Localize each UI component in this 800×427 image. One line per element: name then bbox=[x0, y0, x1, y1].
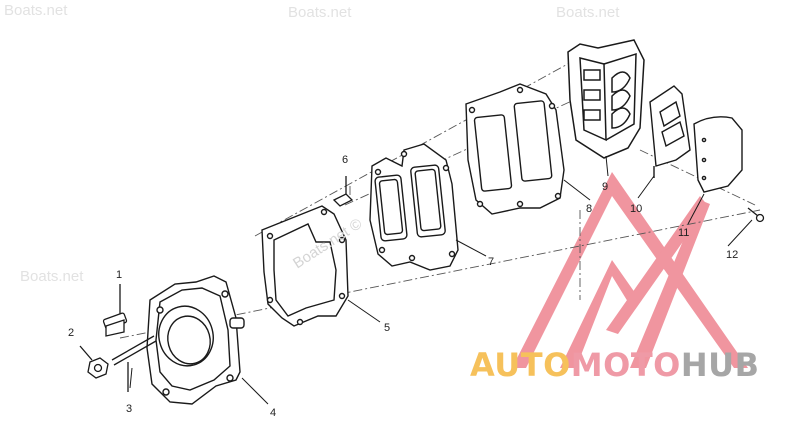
part-spacer-plate bbox=[369, 143, 459, 271]
callout-2: 2 bbox=[68, 327, 74, 339]
leader-lines bbox=[129, 155, 753, 405]
part-reed-stop bbox=[693, 116, 743, 193]
part-nut bbox=[79, 345, 109, 379]
logo-text-moto: MOTO bbox=[570, 346, 681, 384]
callout-1: 1 bbox=[116, 269, 122, 281]
logo-triangle bbox=[512, 172, 748, 368]
part-bolt bbox=[102, 284, 128, 337]
callout-8: 8 bbox=[586, 203, 592, 215]
part-reed-gasket bbox=[465, 83, 565, 215]
part-gasket bbox=[261, 205, 349, 327]
watermark-left: Boats.net bbox=[20, 268, 84, 285]
callout-10: 10 bbox=[630, 203, 642, 215]
callout-3: 3 bbox=[126, 403, 132, 415]
callout-6: 6 bbox=[342, 154, 348, 166]
watermark-top-center: Boats.net bbox=[288, 4, 352, 21]
part-screw bbox=[332, 176, 354, 207]
callout-4: 4 bbox=[270, 407, 276, 419]
part-adapter-plate bbox=[146, 275, 245, 405]
callout-9: 9 bbox=[602, 181, 608, 193]
automotohub-logo: AUTOMOTOHUB bbox=[470, 346, 760, 384]
callout-12: 12 bbox=[726, 249, 738, 261]
callout-11: 11 bbox=[678, 227, 689, 239]
watermark-top-left: Boats.net bbox=[4, 2, 68, 19]
watermark-top-right: Boats.net bbox=[556, 4, 620, 21]
part-reed-cage bbox=[567, 39, 645, 159]
logo-text-hub: HUB bbox=[680, 346, 760, 384]
part-reed-petal bbox=[649, 85, 691, 178]
logo-text-auto: AUTO bbox=[470, 346, 571, 384]
part-reed-screw bbox=[747, 207, 765, 223]
callout-5: 5 bbox=[384, 322, 390, 334]
callout-7: 7 bbox=[488, 256, 494, 268]
part-stud bbox=[111, 335, 157, 392]
